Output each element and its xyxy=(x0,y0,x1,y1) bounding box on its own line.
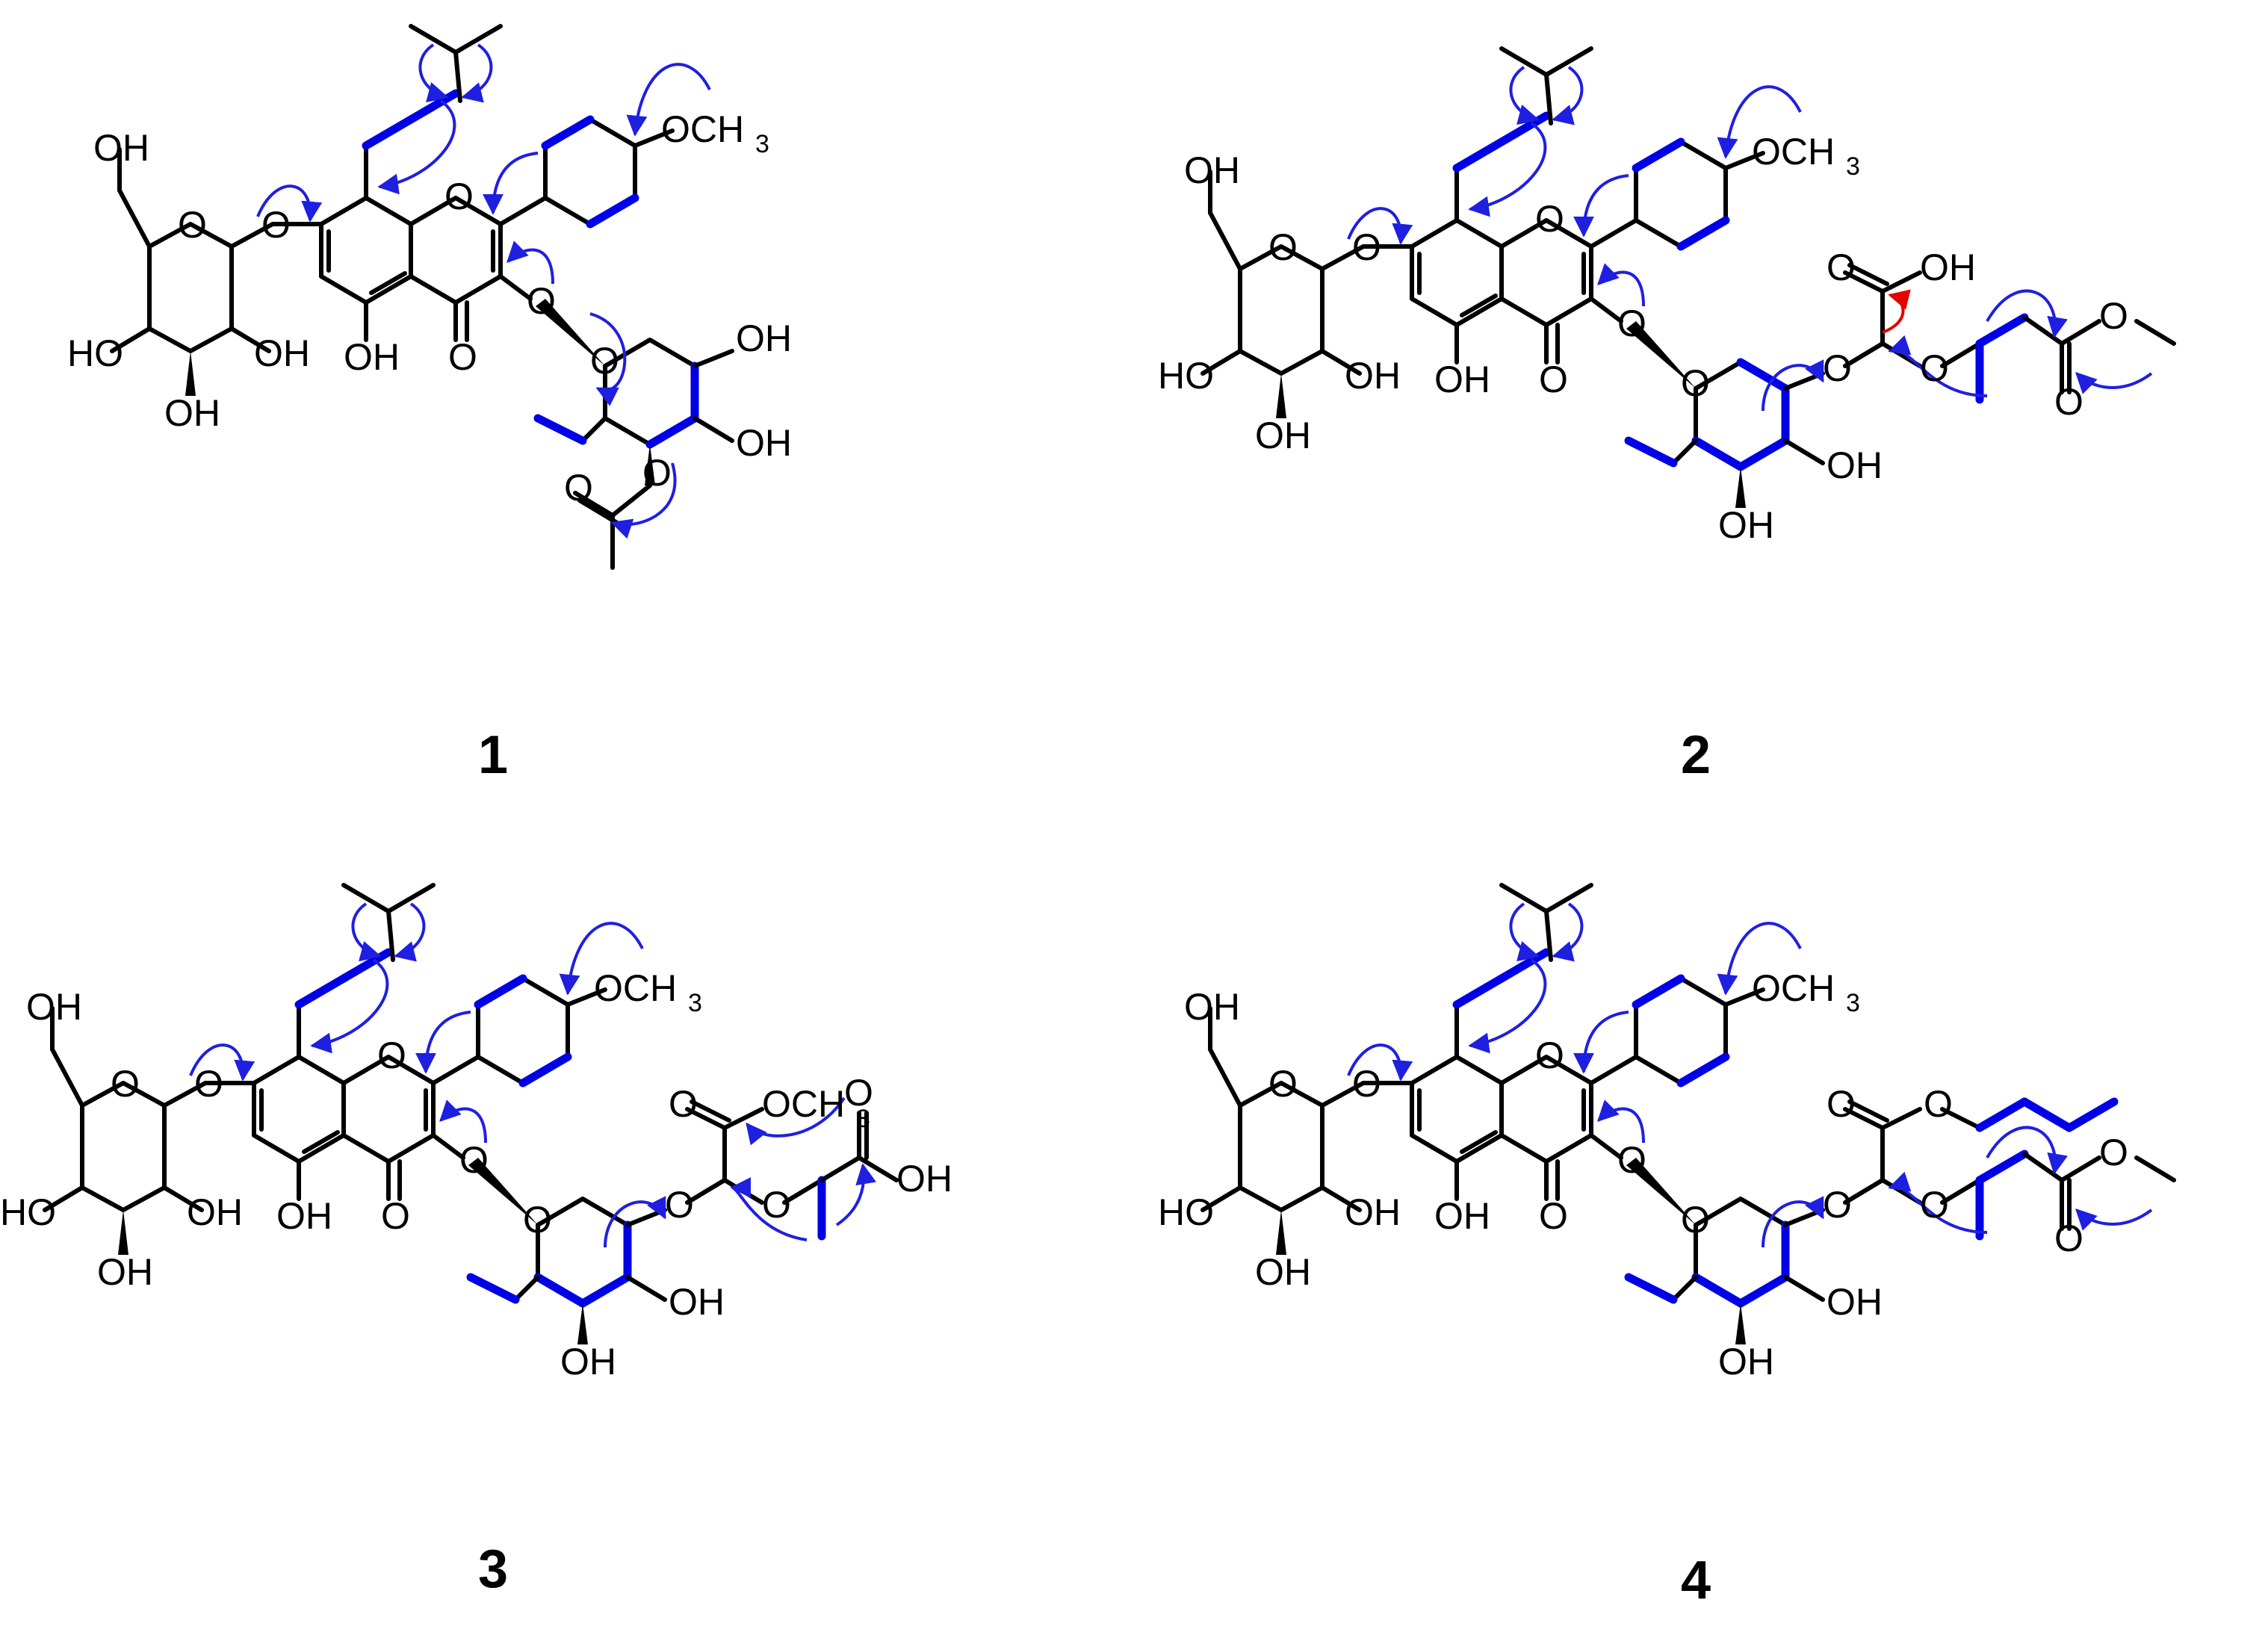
c2-sugar-ring-o: O xyxy=(1681,362,1710,404)
c4-rha-oh4: OH xyxy=(1718,1341,1774,1383)
c3-rha-oh3: OH xyxy=(669,1281,725,1323)
c1-pyran-o: O xyxy=(444,176,474,217)
c2-rha-oh4: OH xyxy=(1718,504,1774,546)
c1-oh5: OH xyxy=(344,336,400,378)
c3-glc-oh2: OH xyxy=(187,1191,243,1233)
c2-oh5: OH xyxy=(1434,359,1490,400)
c4-pyran-o: O xyxy=(1535,1034,1564,1076)
c3-glc-ho4: HO xyxy=(0,1191,56,1233)
c3-ester-och3-text: OCH xyxy=(762,1083,845,1125)
c3-c4-o: O xyxy=(381,1195,410,1237)
c3-pyran-o: O xyxy=(377,1034,406,1076)
c3-sugar-ring-o: O xyxy=(523,1199,552,1241)
c2-acetal-o: O xyxy=(1920,347,1949,389)
c4-glc-oh6: OH xyxy=(1184,986,1240,1028)
c2-rha-oh3: OH xyxy=(1827,444,1883,486)
c2-glc-oh3: OH xyxy=(1255,415,1311,456)
c4-glycoside-o: O xyxy=(1352,1063,1381,1105)
compound-label-3: 3 xyxy=(478,1539,508,1599)
c2-o3: O xyxy=(1617,303,1646,344)
c2-ester-o: O xyxy=(2099,295,2128,337)
c3-glycoside-o: O xyxy=(194,1063,223,1105)
c3-ester-och3-sub: 3 xyxy=(856,1105,870,1133)
c1-glc-oh3: OH xyxy=(164,392,220,434)
compound-2 xyxy=(1203,49,2176,508)
c1-rha-oh3: OH xyxy=(736,422,792,464)
c4-oh5: OH xyxy=(1434,1195,1490,1237)
c4-carbonyl-o: O xyxy=(1827,1083,1856,1125)
c3-glc-ring-o: O xyxy=(111,1063,140,1105)
c1-o3: O xyxy=(527,280,556,322)
c2-glc-oh6: OH xyxy=(1184,149,1240,191)
c2-rha-o2: O xyxy=(1823,347,1852,389)
c1-glycoside-o: O xyxy=(261,204,291,246)
c3-o3: O xyxy=(459,1139,489,1181)
c1-glc-ho4: HO xyxy=(67,332,123,374)
compound-4 xyxy=(1203,885,2176,1344)
c2-glc-ho4: HO xyxy=(1158,355,1214,397)
c4-sugar-ring-o: O xyxy=(1681,1199,1710,1241)
c3-oh5: OH xyxy=(276,1195,332,1237)
c2-glc-oh2: OH xyxy=(1345,355,1401,397)
c1-acetyl-o: O xyxy=(564,467,593,509)
c3-glc-oh3: OH xyxy=(97,1251,153,1293)
c3-rha-o2: O xyxy=(665,1184,694,1226)
c2-carbonyl-o: O xyxy=(1827,246,1856,288)
c4-och3-text: OCH xyxy=(1752,967,1835,1009)
c1-och3-sub: 3 xyxy=(755,130,769,158)
c2-c4-o: O xyxy=(1539,359,1568,400)
c3-acid-co: O xyxy=(844,1072,873,1114)
c2-ester-co: O xyxy=(2054,381,2083,423)
c4-ester-co: O xyxy=(2054,1217,2083,1259)
c2-glc-ring-o: O xyxy=(1268,226,1298,268)
c4-rha-oh3: OH xyxy=(1827,1281,1883,1323)
c1-och3-text: OCH xyxy=(661,108,744,150)
c4-ester-o: O xyxy=(2099,1132,2128,1173)
c3-carbonyl-o: O xyxy=(669,1083,698,1125)
c3-rha-oh4: OH xyxy=(560,1341,616,1383)
compound-label-4: 4 xyxy=(1681,1551,1711,1610)
c4-och3-sub: 3 xyxy=(1846,989,1860,1017)
c1-sugar-ring-o: O xyxy=(590,340,619,382)
c4-glc-oh2: OH xyxy=(1345,1191,1401,1233)
c3-glc-oh6: OH xyxy=(26,986,82,1028)
compound-label-2: 2 xyxy=(1681,725,1711,785)
c3-och3-text: OCH xyxy=(594,967,677,1009)
c1-glc-oh2: OH xyxy=(254,332,310,374)
c2-cooh: OH xyxy=(1920,246,1976,288)
c1-glc-oh6: OH xyxy=(93,127,149,169)
c1-c4-o: O xyxy=(448,336,477,378)
c1-rha-o4: O xyxy=(642,452,672,494)
c1-rha-oh2: OH xyxy=(736,317,792,359)
c2-glycoside-o: O xyxy=(1352,226,1381,268)
c2-och3-text: OCH xyxy=(1752,131,1835,173)
c4-rha-o2: O xyxy=(1823,1184,1852,1226)
compound-1 xyxy=(112,26,734,570)
compound-3 xyxy=(45,885,899,1344)
c2-pyran-o: O xyxy=(1535,198,1564,240)
c4-butyl-o: O xyxy=(1924,1083,1953,1125)
c4-glc-ho4: HO xyxy=(1158,1191,1214,1233)
c1-glc-ring-o: O xyxy=(178,204,207,246)
c2-och3-sub: 3 xyxy=(1846,152,1860,181)
c4-o3: O xyxy=(1617,1139,1646,1181)
compound-label-1: 1 xyxy=(478,725,508,785)
c3-acid-oh: OH xyxy=(896,1158,952,1200)
c4-glc-oh3: OH xyxy=(1255,1251,1311,1293)
c3-acetal-o: O xyxy=(762,1184,791,1226)
c3-och3-sub: 3 xyxy=(688,989,702,1017)
c4-acetal-o: O xyxy=(1920,1184,1949,1226)
c4-c4-o: O xyxy=(1539,1195,1568,1237)
c4-glc-ring-o: O xyxy=(1268,1063,1298,1105)
